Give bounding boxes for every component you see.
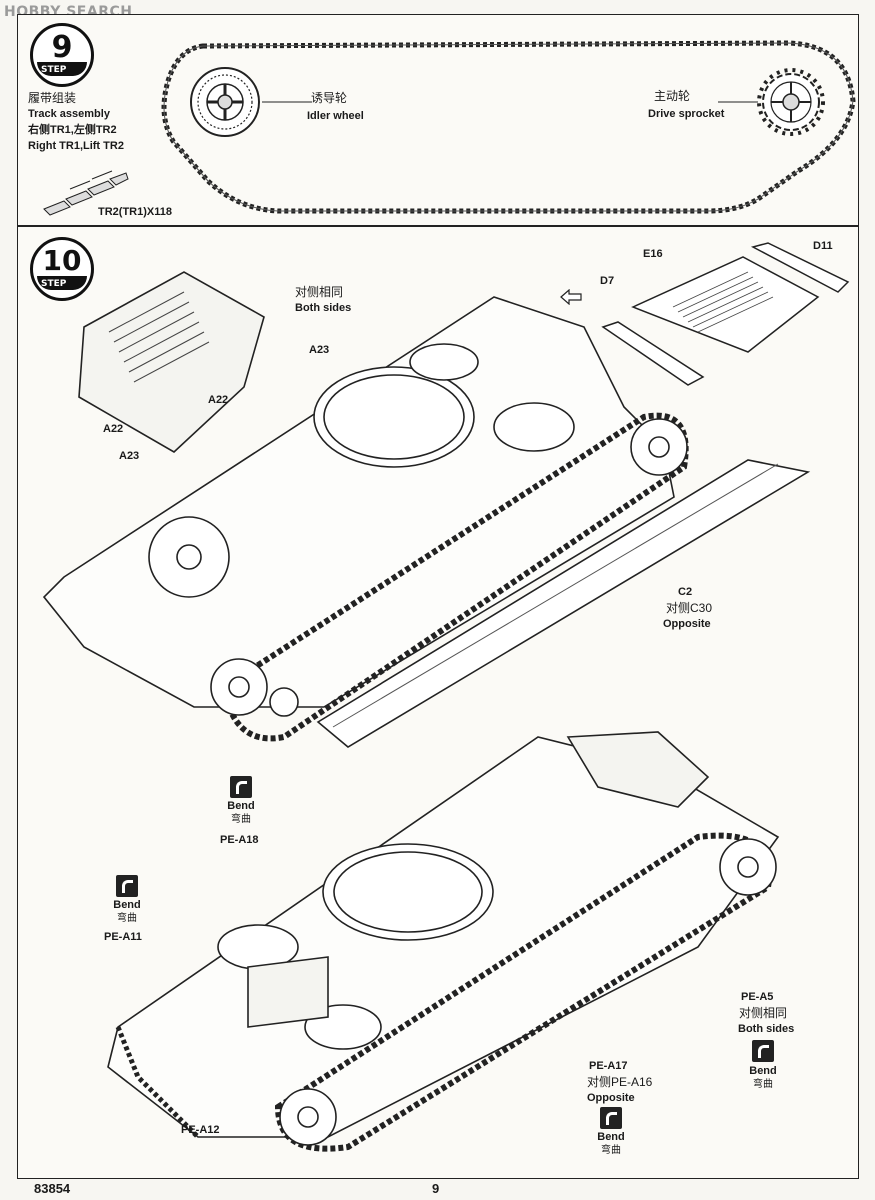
- track-part-count: TR2(TR1)X118: [98, 206, 172, 218]
- upper-hull-drawing: [42, 271, 689, 742]
- step-label: STEP: [41, 65, 67, 75]
- both-sides-label-cn: 对侧相同: [295, 285, 344, 299]
- bend-label-en: Bend: [227, 800, 255, 812]
- step-10-badge: 10 STEP: [30, 237, 94, 301]
- lower-hull-drawing: [107, 731, 780, 1152]
- bend-icon: [230, 776, 252, 798]
- c2-opposite-label-en: Opposite: [663, 618, 711, 630]
- drive-sprocket-label-cn: 主动轮: [654, 89, 691, 103]
- grill-parts-drawing: [601, 242, 850, 386]
- part-label-pe-a12: PE-A12: [181, 1124, 220, 1136]
- part-label-a23: A23: [309, 344, 330, 356]
- bend-label-cn: 弯曲: [231, 814, 251, 825]
- bend-label-en: Bend: [113, 899, 141, 911]
- pe-a17-label-en: Opposite: [587, 1092, 635, 1104]
- track-assembly-title-cn: 履带组装: [28, 91, 77, 105]
- part-label-d11: D11: [813, 240, 833, 252]
- step-number: 9: [51, 30, 73, 65]
- part-label-pe-a11: PE-A11: [104, 931, 142, 943]
- track-sides-cn: 右侧TR1,左侧TR2: [28, 124, 117, 136]
- part-label-a22: A22: [103, 423, 124, 435]
- drive-sprocket-label-en: Drive sprocket: [648, 108, 725, 120]
- step-label: STEP: [41, 279, 67, 289]
- part-label-a22: A22: [208, 394, 229, 406]
- track-link-drawing: [43, 170, 129, 216]
- page-number: 9: [432, 1181, 440, 1196]
- step-9-badge: 9 STEP: [30, 23, 94, 87]
- part-label-pe-a5: PE-A5: [741, 991, 774, 1003]
- idler-wheel-label-en: Idler wheel: [307, 110, 364, 122]
- pe-a17-label-cn: 对侧PE-A16: [587, 1075, 653, 1089]
- bend-label-en: Bend: [597, 1131, 625, 1143]
- idler-wheel-label-cn: 诱导轮: [311, 91, 348, 105]
- bend-label-en: Bend: [749, 1065, 777, 1077]
- arrow-left-icon: [560, 289, 582, 305]
- track-loop-drawing: [161, 40, 856, 214]
- part-label-e16: E16: [643, 248, 663, 260]
- part-label-pe-a17: PE-A17: [589, 1060, 628, 1072]
- track-sides-en: Right TR1,Lift TR2: [28, 140, 124, 152]
- c2-opposite-label-cn: 对侧C30: [666, 601, 713, 615]
- pe-a5-label-cn: 对侧相同: [739, 1006, 788, 1020]
- bend-icon: [600, 1107, 622, 1129]
- part-label-a23: A23: [119, 450, 140, 462]
- step-number: 10: [42, 244, 82, 277]
- drive-sprocket-icon: [757, 68, 825, 136]
- pe-a5-label-en: Both sides: [738, 1023, 795, 1035]
- track-assembly-title-en: Track assembly: [28, 108, 110, 120]
- bend-label-cn: 弯曲: [753, 1079, 773, 1090]
- bend-icon: [752, 1040, 774, 1062]
- step-9-panel: 9 STEP 履带组装 Track assembly 右侧TR1,左侧TR2 R…: [17, 14, 859, 226]
- bend-label-cn: 弯曲: [601, 1145, 621, 1156]
- bend-label-cn: 弯曲: [117, 913, 137, 924]
- part-label-c2: C2: [678, 586, 693, 598]
- bend-icon: [116, 875, 138, 897]
- kit-number: 83854: [34, 1181, 71, 1196]
- step-10-panel: 10 STEP: [17, 226, 859, 1179]
- both-sides-label-en: Both sides: [295, 302, 352, 314]
- idler-wheel-icon: [190, 67, 260, 137]
- part-label-pe-a18: PE-A18: [220, 834, 259, 846]
- fender-c2-drawing: [316, 459, 811, 748]
- part-label-d7: D7: [600, 275, 615, 287]
